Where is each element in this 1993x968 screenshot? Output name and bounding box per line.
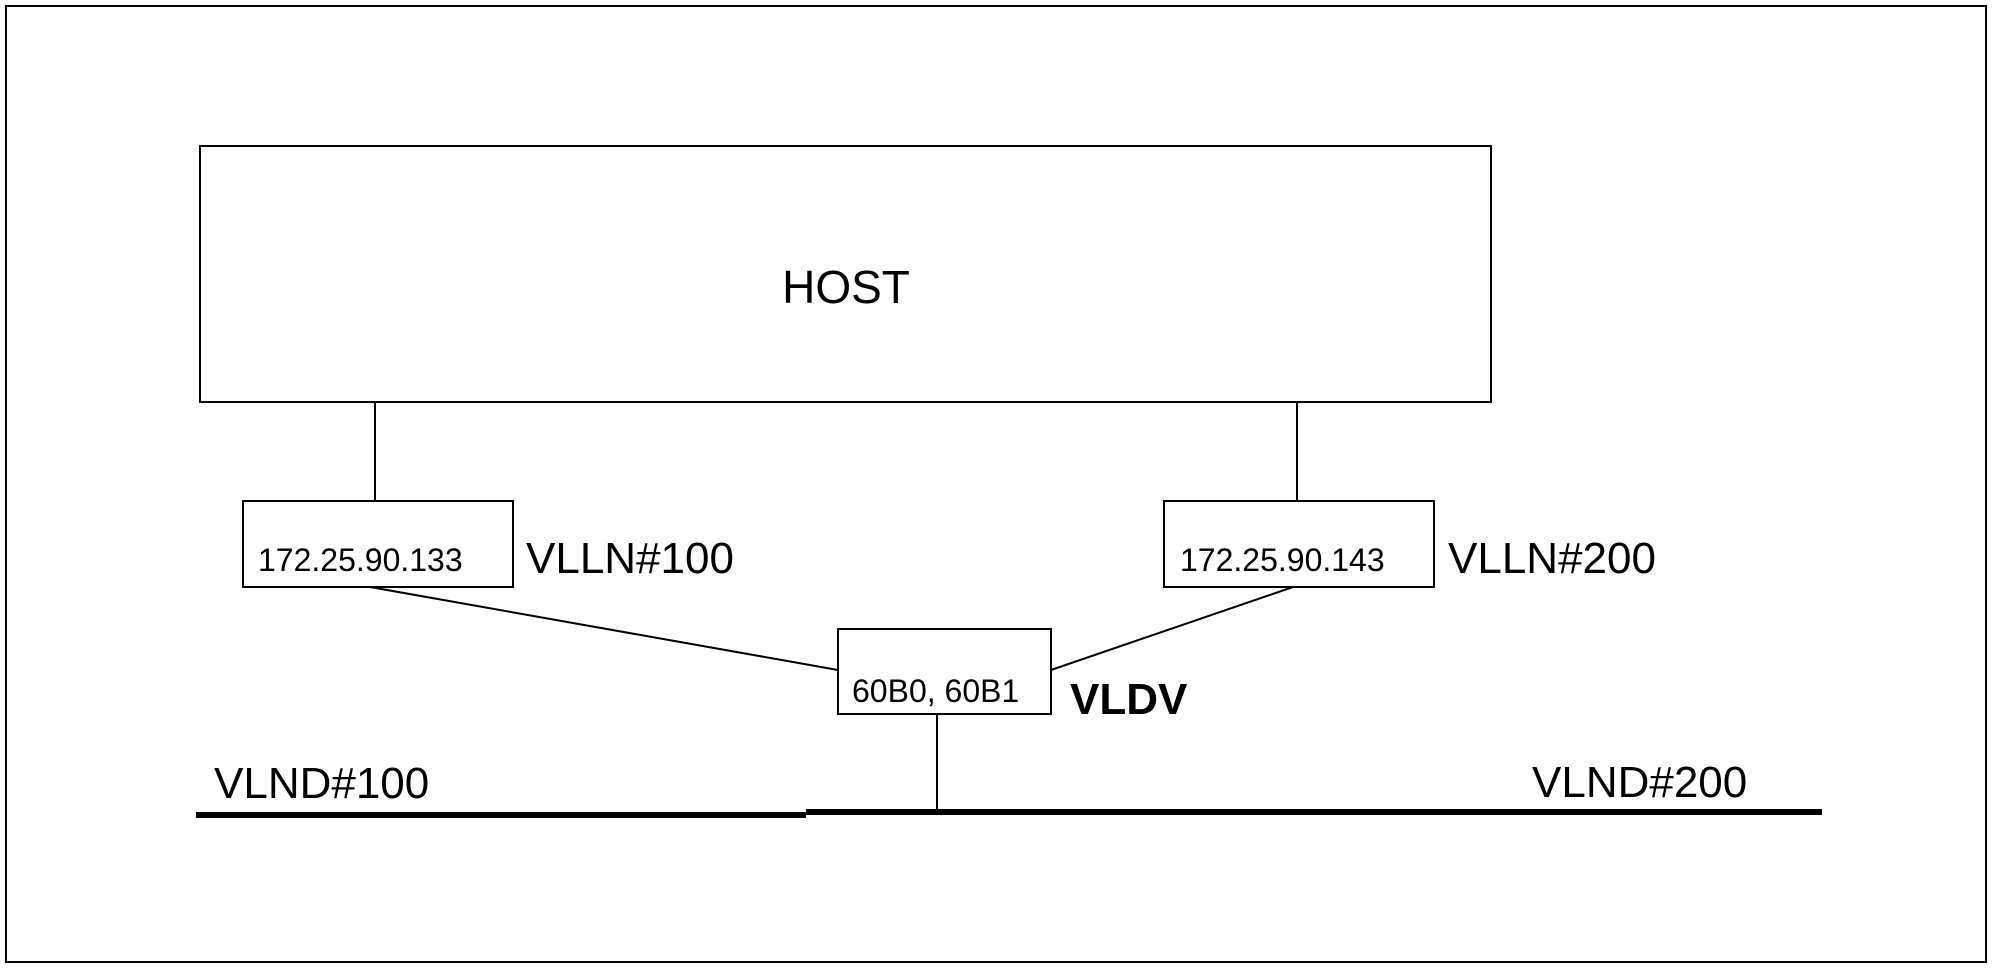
device-box bbox=[837, 628, 1052, 715]
interface-box-vlln-200 bbox=[1163, 500, 1435, 588]
link-vlln-200-to-device bbox=[1050, 586, 1294, 671]
interface-box-vlln-100 bbox=[242, 500, 514, 588]
diagram-frame bbox=[5, 5, 1987, 963]
interface-ip-vlln-200: 172.25.90.143 bbox=[1180, 542, 1385, 578]
interface-name-vlln-200: VLLN#200 bbox=[1448, 534, 1656, 583]
device-name: VLDV bbox=[1070, 675, 1188, 724]
link-vlln-100-to-device bbox=[369, 586, 839, 671]
device-addresses: 60B0, 60B1 bbox=[852, 673, 1019, 709]
network-label-vlnd-100: VLND#100 bbox=[214, 759, 429, 808]
interface-name-vlln-100: VLLN#100 bbox=[526, 534, 734, 583]
host-box bbox=[199, 145, 1492, 403]
network-label-vlnd-200: VLND#200 bbox=[1532, 758, 1747, 807]
interface-ip-vlln-100: 172.25.90.133 bbox=[258, 542, 463, 578]
host-label: HOST bbox=[782, 261, 910, 313]
